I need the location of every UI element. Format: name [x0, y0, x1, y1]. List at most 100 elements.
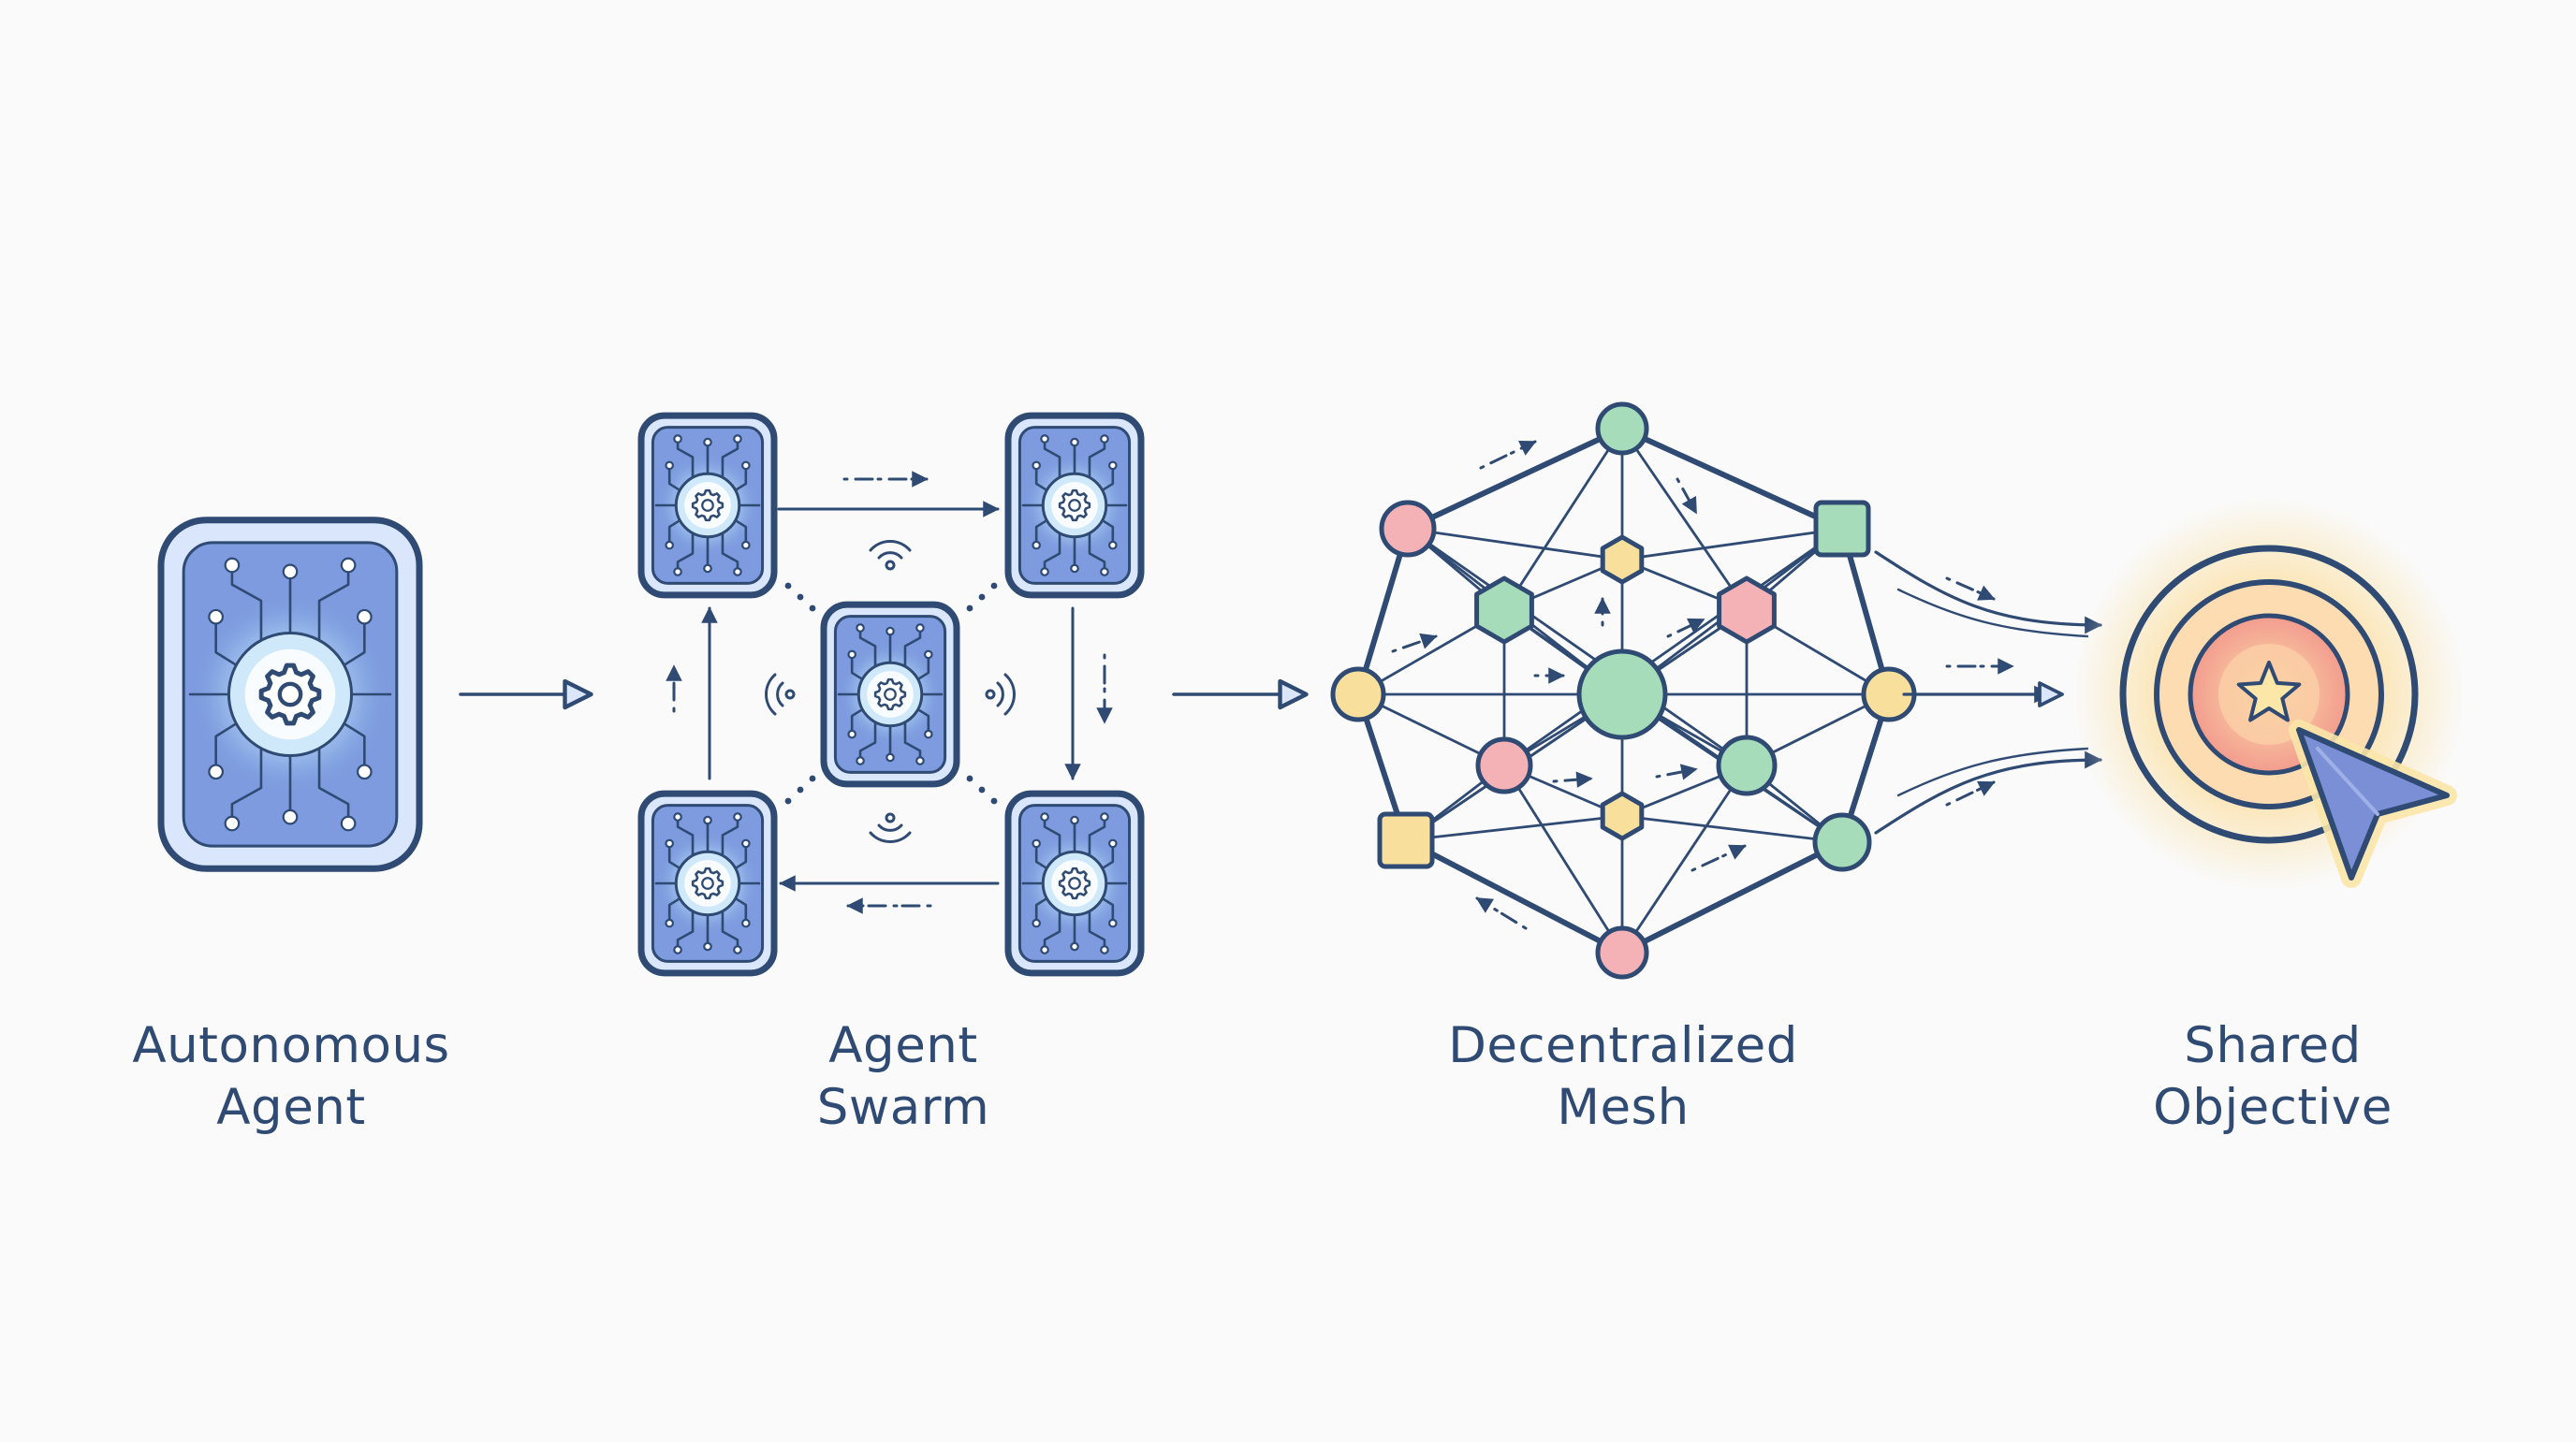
- gear-icon: [691, 488, 724, 522]
- circuit-pad: [340, 557, 357, 574]
- flow-line: [1896, 747, 2089, 797]
- signal-dot: [885, 812, 896, 823]
- circuit-trace: [721, 815, 739, 858]
- circuit-pad: [282, 563, 299, 580]
- circuit-pad: [703, 437, 712, 447]
- circuit-trace: [1088, 815, 1106, 858]
- circuit-pad: [1100, 434, 1109, 444]
- gear-hub: [701, 499, 714, 512]
- circuit-trace: [1098, 464, 1115, 494]
- circuit-pad: [915, 623, 925, 633]
- swarm-dot: [978, 593, 986, 601]
- circuit-pad: [915, 756, 925, 765]
- cursor-icon: [2289, 720, 2457, 888]
- swarm-dot: [809, 604, 816, 612]
- circuit-trace: [667, 842, 684, 872]
- circuit-pad: [733, 567, 742, 576]
- circuit-trace: [337, 719, 366, 774]
- signal-wave: [869, 831, 912, 843]
- label-decentralized-mesh: Decentralized Mesh: [1295, 1015, 1951, 1139]
- network-node-icon: [1330, 666, 1386, 722]
- signal-icon: [869, 812, 912, 843]
- circuit-pad: [673, 945, 682, 954]
- circuit-trace: [731, 842, 748, 872]
- circuit-pad: [847, 729, 857, 739]
- circuit-pad: [740, 540, 751, 550]
- circuit-pad: [673, 567, 682, 576]
- circuit-pad: [847, 649, 857, 660]
- dashed-arrow: [1666, 618, 1705, 638]
- dashed-arrow: [1391, 633, 1438, 653]
- circuit-trace: [1098, 842, 1115, 872]
- agent-card-small: [637, 790, 778, 977]
- agent-card-small: [1004, 412, 1145, 599]
- circuit-pad: [665, 918, 675, 928]
- circuit-trace: [731, 895, 748, 925]
- dashed-arrow: [1945, 576, 1996, 601]
- circuit-trace: [1043, 437, 1061, 480]
- circuit-pad: [703, 941, 712, 952]
- dashed-arrow: [1690, 844, 1747, 872]
- swarm-dot: [784, 582, 792, 590]
- circuit-pad: [856, 756, 865, 765]
- flow-arrow: [1874, 750, 2102, 835]
- circuit-pad: [1100, 567, 1109, 576]
- mesh-edge: [1406, 527, 1624, 561]
- circuit-pad: [886, 752, 895, 763]
- swarm-dot: [809, 775, 816, 782]
- circuit-pad: [1070, 563, 1079, 574]
- circuit-pad: [740, 918, 751, 928]
- signal-icon: [765, 673, 796, 716]
- mesh-edge: [1620, 814, 1844, 844]
- dashed-arrow: [1475, 896, 1528, 930]
- mesh-edge: [1619, 426, 1845, 532]
- circuit-pad: [1032, 460, 1042, 471]
- circuit-pad: [1040, 434, 1049, 444]
- circuit-pad: [1032, 838, 1042, 849]
- signal-dot: [784, 689, 796, 700]
- circuit-trace: [731, 517, 748, 546]
- circuit-trace: [850, 706, 867, 736]
- circuit-trace: [1098, 517, 1115, 546]
- swarm-dot: [797, 593, 804, 601]
- label-autonomous-agent: Autonomous Agent: [0, 1015, 619, 1139]
- network-node-icon: [1812, 812, 1872, 872]
- circuit-pad: [1040, 567, 1049, 576]
- circuit-pad: [703, 563, 712, 574]
- signal-icon: [869, 540, 912, 571]
- mesh-edge: [1355, 526, 1411, 697]
- circuit-trace: [667, 464, 684, 494]
- label-line: Agent: [828, 1017, 978, 1074]
- signal-wave: [765, 673, 777, 716]
- circuit-trace: [914, 706, 930, 736]
- circuit-pad: [224, 815, 241, 832]
- network-node-icon: [1595, 925, 1649, 980]
- circuit-pad: [1107, 460, 1118, 471]
- circuit-pad: [1107, 540, 1118, 550]
- swarm-dot: [966, 604, 973, 612]
- dashed-arrow: [1479, 440, 1537, 470]
- circuit-pad: [740, 460, 751, 471]
- circuit-trace: [230, 563, 263, 645]
- label-line: Objective: [2153, 1079, 2393, 1136]
- circuit-trace: [903, 720, 922, 763]
- gear-hub: [277, 681, 303, 707]
- circuit-pad: [733, 945, 742, 954]
- circuit-trace: [858, 720, 877, 763]
- circuit-pad: [665, 838, 675, 849]
- circuit-pad: [1040, 945, 1049, 954]
- mesh-edge: [1620, 764, 1749, 954]
- mesh-edge: [1405, 426, 1625, 532]
- circuit-trace: [1043, 909, 1061, 952]
- swarm-dot: [966, 775, 973, 782]
- circuit-pad: [856, 623, 865, 633]
- circuit-pad: [1040, 812, 1049, 822]
- circuit-pad: [703, 815, 712, 825]
- circuit-pad: [665, 540, 675, 550]
- mesh-edge: [1502, 608, 1844, 844]
- circuit-trace: [1034, 464, 1051, 494]
- circuit-pad: [733, 434, 742, 444]
- gear-hub: [1068, 877, 1081, 890]
- network-node-icon: [1475, 736, 1533, 794]
